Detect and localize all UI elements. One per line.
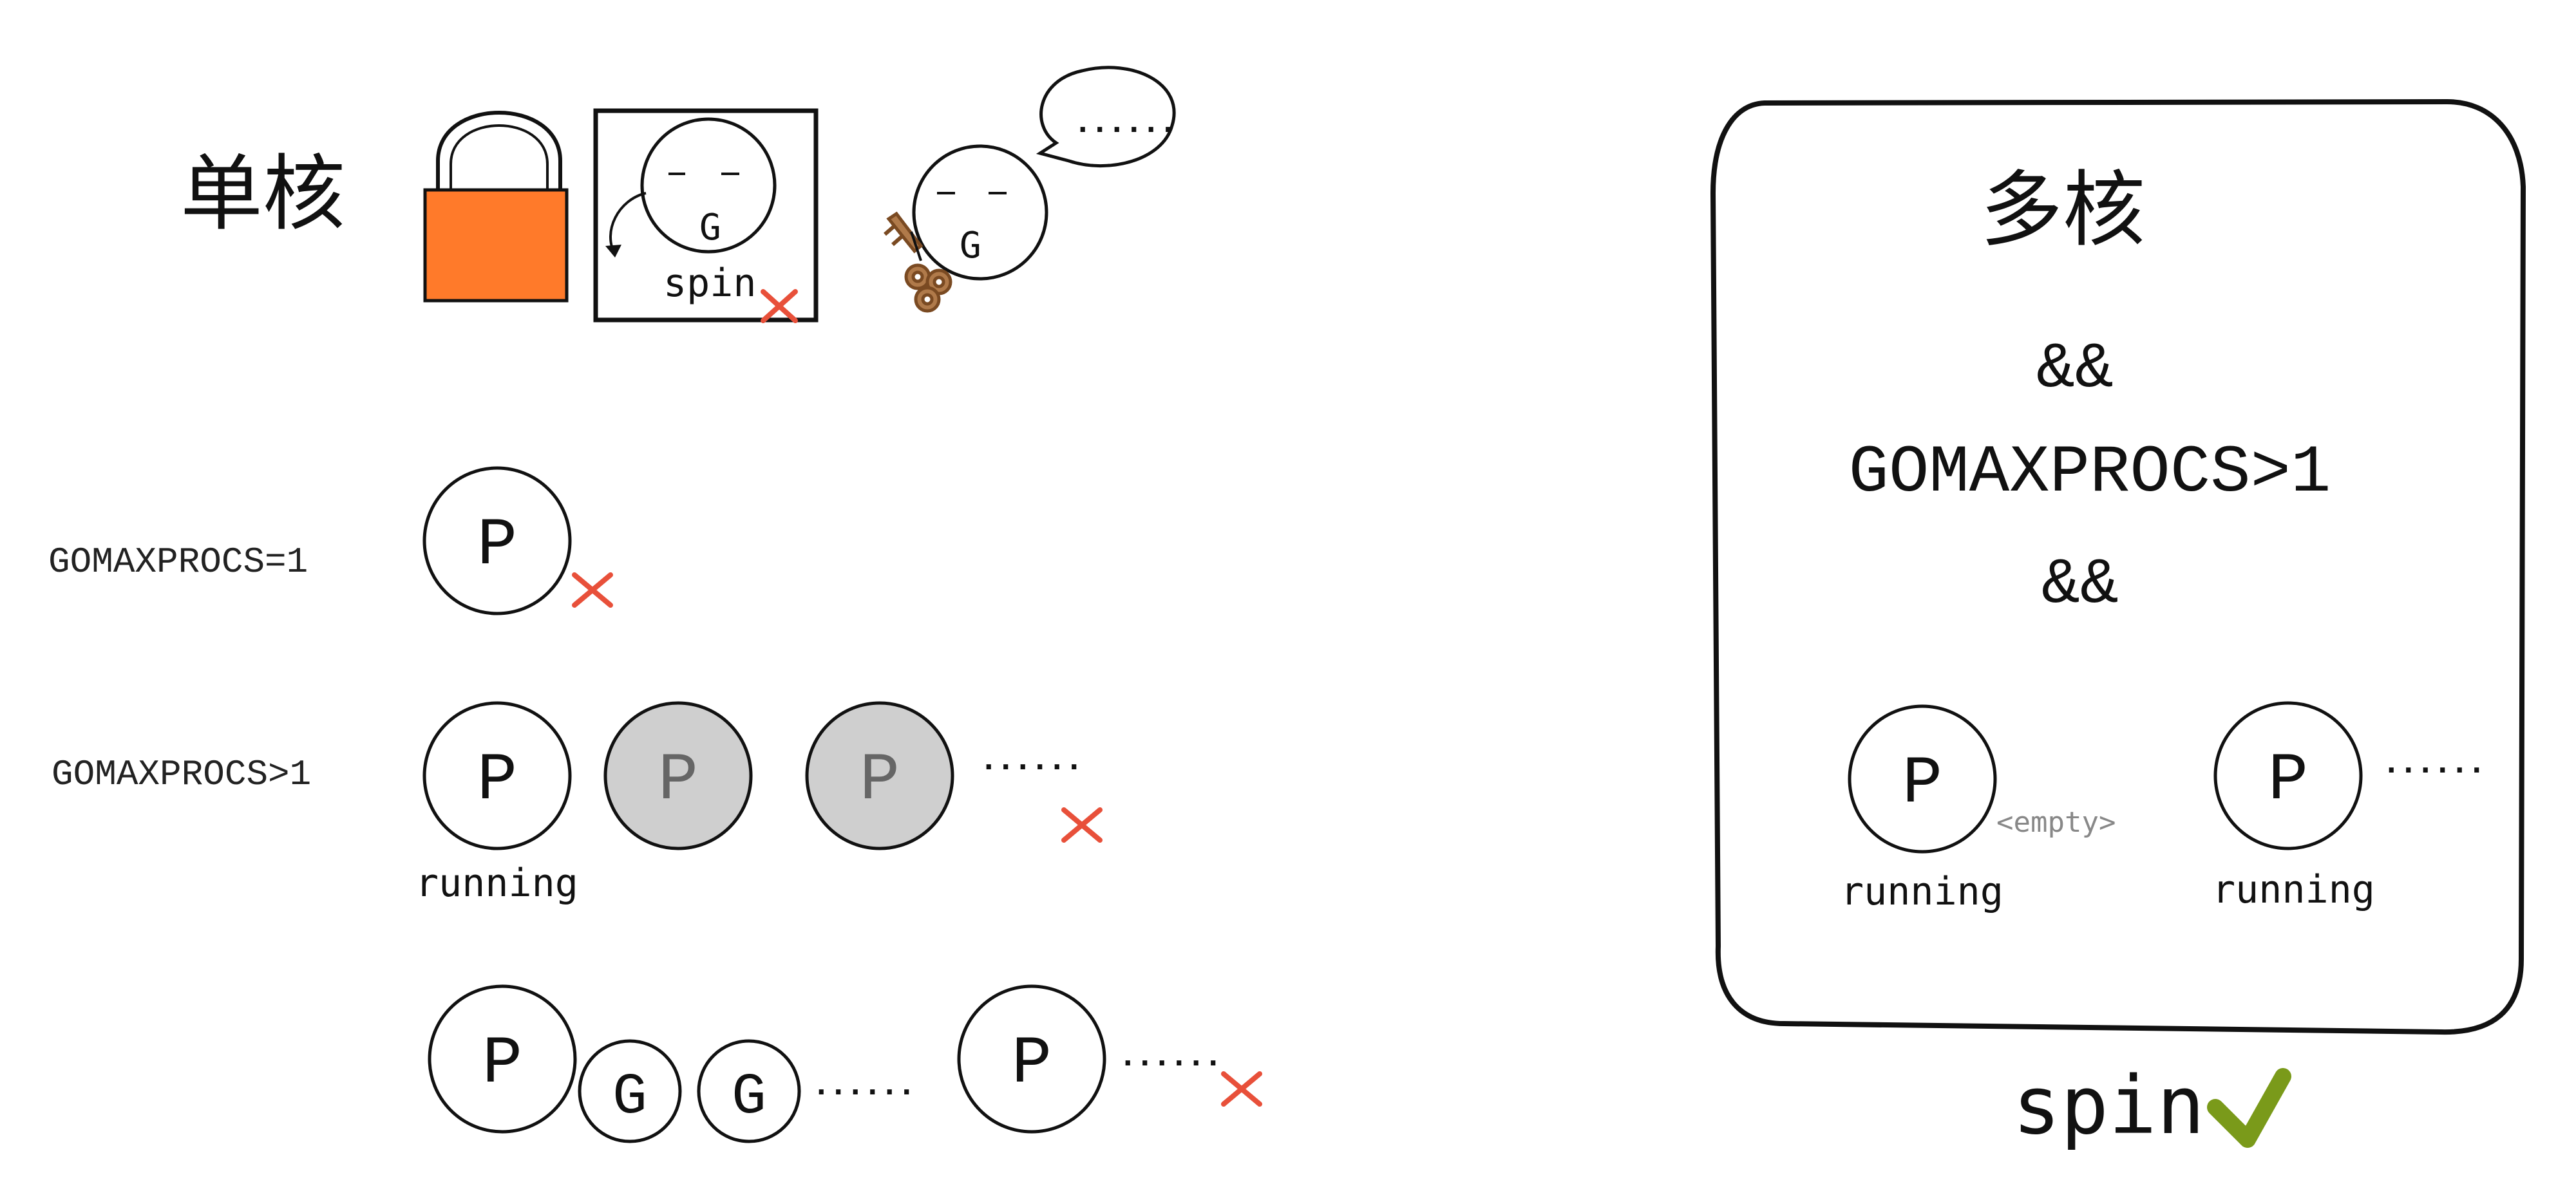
status-running: running [415,861,578,906]
goroutine-g: G [697,1039,801,1143]
lock-icon [423,111,569,303]
processor-label: P [1902,746,1942,822]
processor-p: P [957,984,1106,1134]
gomaxprocs-gt-1-label: GOMAXPROCS>1 [52,754,311,795]
goroutine-label: G [612,1065,647,1130]
processor-p: P [428,984,577,1134]
speech-bubble-text: ...... [1074,106,1177,139]
gomaxprocs-eq-1-label: GOMAXPROCS=1 [48,541,308,583]
waiting-g-label: G [960,225,981,267]
goroutine-label: G [732,1065,766,1130]
goroutine-g: G [578,1039,682,1143]
key-icon [884,211,952,313]
and-operator: && [2036,333,2114,406]
processor-p-running: P [1848,704,1997,854]
processor-p-running: P [2213,701,2363,850]
ellipsis: ...... [2383,747,2485,780]
processor-p: P [422,466,572,615]
spin-label: spin [663,261,757,306]
ellipsis: ...... [1119,1040,1222,1073]
processor-p-idle: P [805,701,954,850]
spinning-g-label: G [699,207,721,248]
ellipsis: ...... [980,744,1083,776]
check-icon [2207,1068,2291,1148]
processor-label: P [860,743,900,819]
waiting-g: G ...... [884,66,1177,313]
empty-queue-tag: <empty> [1996,806,2116,839]
cross-icon [1061,807,1103,843]
single-core-title: 单核 [180,146,345,242]
processor-label: P [658,743,698,819]
condition-gomaxprocs: GOMAXPROCS>1 [1849,435,2331,511]
spin-result-label: spin [2012,1060,2205,1152]
processor-label: P [1012,1026,1052,1102]
processor-label: P [477,743,517,819]
processor-p-running: P [422,701,572,850]
cross-icon [761,289,798,323]
spinning-g-face [640,117,777,254]
spin-box: G spin [593,108,819,323]
processor-label: P [477,508,517,584]
status-running: running [2212,867,2375,912]
cross-icon [572,572,613,608]
and-operator: && [2041,549,2119,622]
multi-core-title: 多核 [1980,162,2145,258]
processor-p-idle: P [603,701,753,850]
processor-label: P [2268,743,2308,819]
waiting-g-face [912,144,1048,281]
ellipsis: ...... [813,1069,915,1102]
speech-bubble: ...... [1036,66,1177,168]
cross-icon [1221,1071,1262,1107]
processor-label: P [482,1026,522,1102]
status-running: running [1841,869,2003,914]
